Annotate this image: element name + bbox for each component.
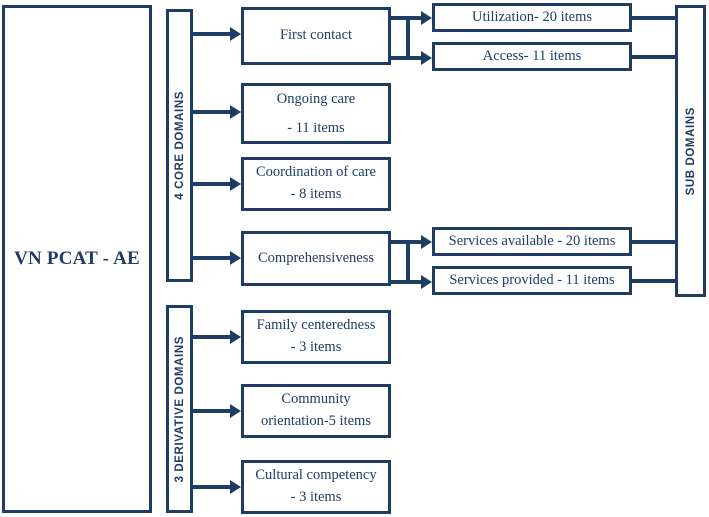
connector-access-to-sub-rail [630, 55, 678, 59]
connector-derivative-to-family-centeredness [193, 335, 233, 339]
derivative-domain-line1: Family centeredness [256, 317, 376, 334]
arrowhead-core-to-coordination-of-care [230, 177, 241, 191]
derivative-domain-box-cultural-competency: Cultural competency - 3 items [241, 460, 391, 514]
sub-domain-box-services-provided: Services provided - 11 items [432, 266, 632, 295]
core-domain-line1: First contact [279, 27, 353, 44]
derivative-domain-label: Cultural competency - 3 items [255, 465, 376, 509]
arrowhead-core-to-comprehensiveness [230, 251, 241, 265]
rail-core-domains-label: 4 CORE DOMAINS [173, 91, 186, 200]
connector-first-contact-to-utilization [391, 16, 424, 20]
core-domain-line2: - 8 items [290, 186, 342, 202]
derivative-domain-line2: orientation-5 items [261, 413, 371, 429]
core-domain-line1: Comprehensiveness [258, 249, 374, 266]
core-domain-label: First contact [280, 26, 352, 46]
connector-comprehensiveness-split [406, 240, 410, 284]
core-domain-line1: Ongoing care [276, 90, 356, 107]
connector-core-to-coordination-of-care [193, 182, 233, 186]
core-domain-label: Coordination of care - 8 items [256, 162, 376, 206]
root-instrument-label: VN PCAT - AE [14, 248, 140, 270]
connector-core-to-first-contact [193, 32, 233, 36]
core-domain-label: Comprehensiveness [258, 249, 374, 269]
sub-domain-box-services-available: Services available - 20 items [432, 227, 632, 256]
connector-utilization-to-sub-rail [630, 16, 678, 20]
arrowhead-derivative-to-community-orientation [230, 404, 241, 418]
rail-derivative-domains: 3 DERIVATIVE DOMAINS [166, 305, 193, 513]
connector-first-contact-split [406, 16, 410, 60]
core-domain-line1: Coordination of care [256, 164, 376, 181]
arrowhead-core-to-ongoing-care [230, 105, 241, 119]
core-domain-box-coordination-of-care: Coordination of care - 8 items [241, 157, 391, 211]
root-instrument-box: VN PCAT - AE [2, 5, 152, 513]
connector-comprehensiveness-to-services-available [391, 240, 424, 244]
connector-comprehensiveness-to-services-provided [391, 280, 424, 284]
arrowhead-derivative-to-family-centeredness [230, 330, 241, 344]
sub-domain-box-access: Access- 11 items [432, 42, 632, 71]
arrowhead-derivative-to-cultural-competency [230, 480, 241, 494]
derivative-domain-line2: - 3 items [290, 489, 342, 505]
connector-first-contact-to-access [391, 56, 424, 60]
core-domain-box-first-contact: First contact [241, 7, 391, 65]
core-domain-box-comprehensiveness: Comprehensiveness [241, 231, 391, 286]
rail-core-domains: 4 CORE DOMAINS [166, 9, 193, 282]
connector-core-to-comprehensiveness [193, 256, 233, 260]
rail-sub-domains: SUB DOMAINS [675, 5, 706, 297]
sub-domain-label: Access- 11 items [482, 47, 582, 64]
derivative-domain-line2: - 3 items [290, 339, 342, 355]
connector-services-available-to-sub-rail [630, 240, 678, 244]
arrowhead-comprehensiveness-to-services-available [421, 235, 432, 249]
rail-sub-domains-label: SUB DOMAINS [684, 106, 697, 196]
derivative-domain-box-community-orientation: Community orientation-5 items [241, 384, 391, 438]
arrowhead-comprehensiveness-to-services-provided [421, 275, 432, 289]
rail-derivative-domains-label: 3 DERIVATIVE DOMAINS [173, 335, 186, 483]
arrowhead-first-contact-to-access [421, 51, 432, 65]
arrowhead-first-contact-to-utilization [421, 11, 432, 25]
connector-core-to-ongoing-care [193, 110, 233, 114]
derivative-domain-box-family-centeredness: Family centeredness - 3 items [241, 310, 391, 364]
arrowhead-core-to-first-contact [230, 27, 241, 41]
connector-derivative-to-community-orientation [193, 409, 233, 413]
connector-services-provided-to-sub-rail [630, 279, 678, 283]
sub-domain-box-utilization: Utilization- 20 items [432, 3, 632, 32]
derivative-domain-line1: Cultural competency [255, 467, 377, 484]
derivative-domain-label: Family centeredness - 3 items [257, 315, 376, 359]
core-domain-box-ongoing-care: Ongoing care - 11 items [241, 83, 391, 144]
sub-domain-label: Utilization- 20 items [471, 8, 592, 25]
core-domain-label: Ongoing care - 11 items [277, 85, 356, 143]
sub-domain-label: Services available - 20 items [448, 232, 616, 249]
connector-derivative-to-cultural-competency [193, 485, 233, 489]
sub-domain-label: Services provided - 11 items [449, 271, 615, 288]
core-domain-line2: - 11 items [287, 119, 345, 136]
derivative-domain-line1: Community [281, 391, 351, 408]
derivative-domain-label: Community orientation-5 items [261, 389, 371, 433]
